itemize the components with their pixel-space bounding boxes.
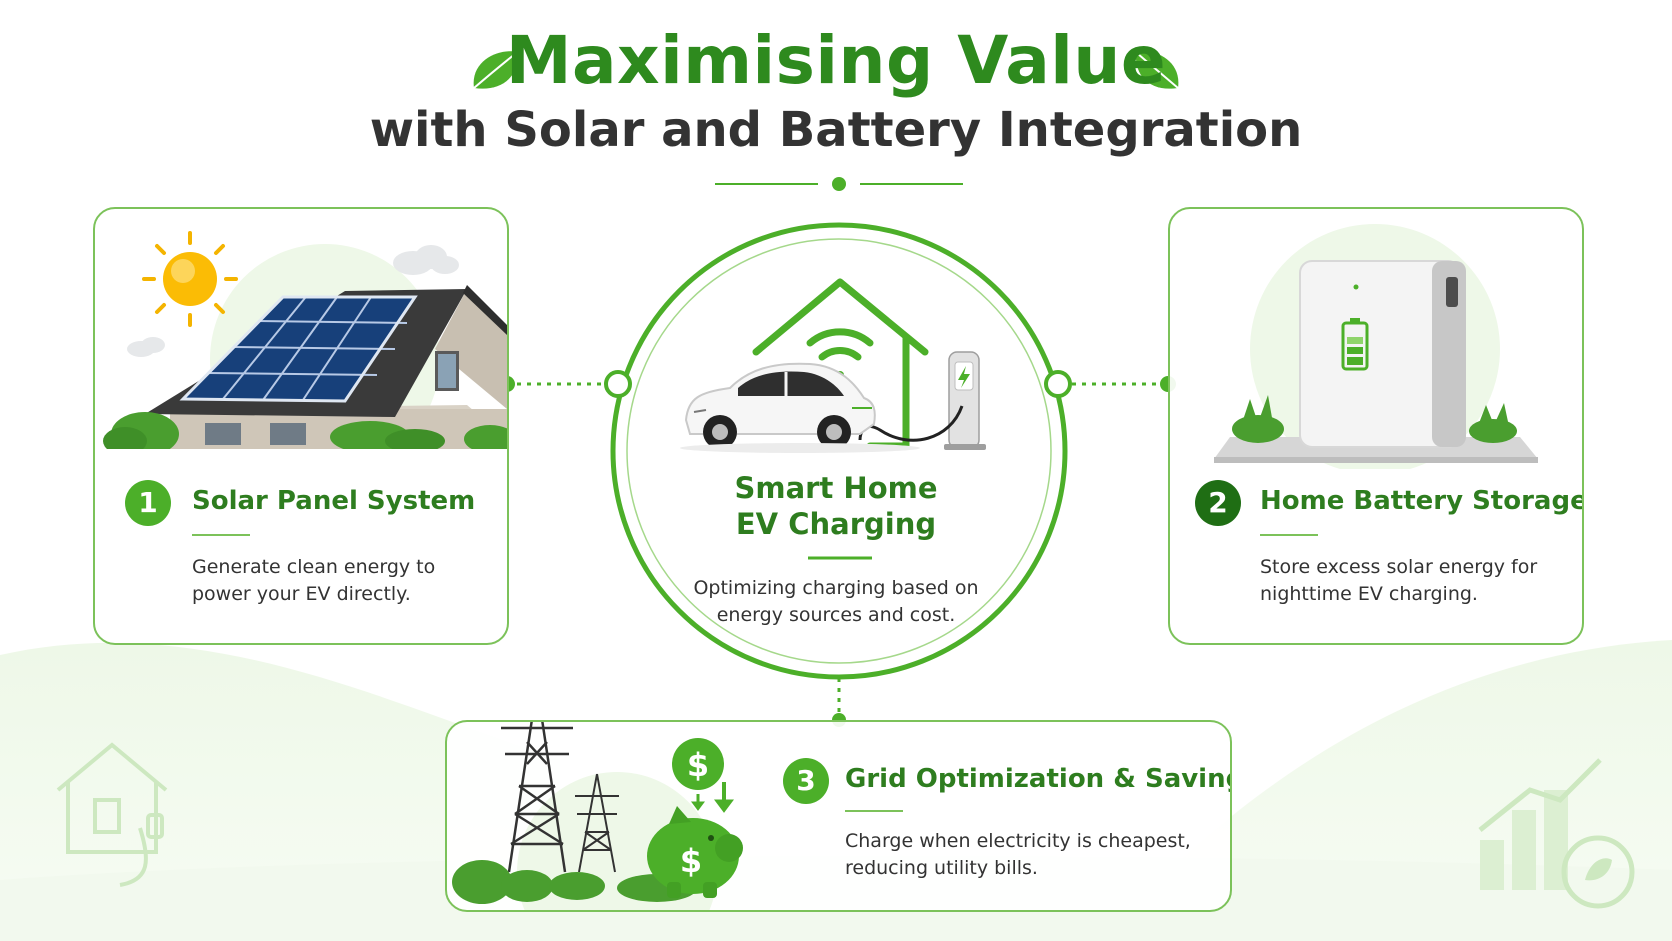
center-title: Smart Home EV Charging <box>658 470 1014 542</box>
card-description-line: Generate clean energy to <box>192 556 436 578</box>
power-pylon-large <box>501 722 573 873</box>
page-title: Maximising Value <box>505 22 1167 99</box>
battery-unit <box>1299 260 1466 448</box>
card-divider <box>192 534 250 536</box>
connector-left <box>499 376 612 392</box>
card-description-line: Store excess solar energy for <box>1260 556 1538 578</box>
leaf-icon-left <box>473 51 518 89</box>
solar-panel-array <box>179 295 418 403</box>
dollar-symbol: $ <box>680 842 702 880</box>
card-title: Grid Optimization & Savings <box>845 764 1232 794</box>
power-pylon-small <box>575 773 619 873</box>
card-description-line: reducing utility bills. <box>845 857 1038 879</box>
dollar-coin-icon: $ <box>672 738 724 790</box>
piggy-bank-icon: $ <box>647 806 743 898</box>
cloud-icon <box>127 245 459 357</box>
card-description-line: Charge when electricity is cheapest, <box>845 830 1191 852</box>
card-description: Charge when electricity is cheapest, red… <box>845 828 1191 882</box>
title-divider <box>715 177 963 191</box>
connector-right <box>1062 376 1176 392</box>
grid-savings-illustration: $ $ <box>452 722 743 910</box>
card-description-line: power your EV directly. <box>192 583 411 605</box>
card-title: Home Battery Storage <box>1260 486 1584 516</box>
center-description: Optimizing charging based on energy sour… <box>658 575 1014 629</box>
card-home-battery-storage: 2 Home Battery Storage Store excess sola… <box>1168 207 1584 645</box>
card-divider <box>1260 534 1318 536</box>
card-description: Generate clean energy to power your EV d… <box>192 554 435 608</box>
sun-icon <box>142 231 238 327</box>
battery-level-icon <box>1341 318 1369 371</box>
home-battery-illustration <box>1214 224 1538 469</box>
step-number-badge: 1 <box>125 480 171 526</box>
shrubs <box>103 412 507 449</box>
step-number-badge: 3 <box>783 758 829 804</box>
center-description-line: Optimizing charging based on <box>693 577 979 599</box>
shrubs <box>1232 395 1517 443</box>
faint-house-icon <box>56 742 168 887</box>
dollar-symbol: $ <box>687 746 709 784</box>
center-title-line: Smart Home <box>734 471 938 505</box>
card-grid-optimization: $ $ 3 Grid Optimization & Savings Char <box>445 720 1232 912</box>
card-description-line: nighttime EV charging. <box>1260 583 1478 605</box>
step-number-badge: 2 <box>1195 480 1241 526</box>
center-description-line: energy sources and cost. <box>716 604 956 626</box>
card-title: Solar Panel System <box>192 486 476 516</box>
faint-growth-chart-icon <box>1478 758 1635 909</box>
card-divider <box>845 810 903 812</box>
arrow-down-icon <box>691 782 734 813</box>
card-solar-panel-system: 1 Solar Panel System Generate clean ener… <box>93 207 509 645</box>
leaf-icon-right <box>1135 51 1179 89</box>
card-description: Store excess solar energy for nighttime … <box>1260 554 1537 608</box>
center-title-line: EV Charging <box>735 507 937 541</box>
page-subtitle: with Solar and Battery Integration <box>369 102 1303 158</box>
solar-house-illustration <box>103 231 507 449</box>
